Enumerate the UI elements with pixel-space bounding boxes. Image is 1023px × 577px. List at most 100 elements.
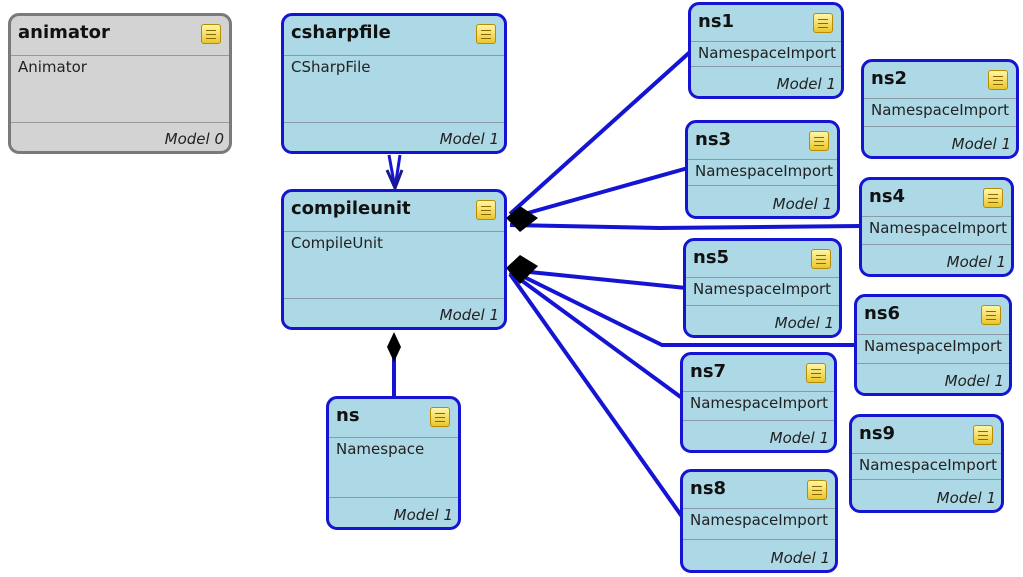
- separator: [852, 479, 1001, 480]
- note-icon[interactable]: [973, 425, 993, 445]
- node-title: ns2: [871, 68, 908, 89]
- separator: [686, 305, 839, 306]
- note-icon[interactable]: [811, 249, 831, 269]
- node-model: Model 1: [936, 489, 996, 507]
- node-type: Namespace: [336, 440, 425, 458]
- separator: [683, 420, 834, 421]
- separator: [688, 159, 837, 160]
- edge-arrowhead: [385, 169, 404, 192]
- separator: [683, 391, 834, 392]
- edge-compileunit-ns8[interactable]: [508, 272, 685, 520]
- node-compileunit[interactable]: compileunit CompileUnit Model 1: [281, 189, 507, 330]
- node-ns5[interactable]: ns5 NamespaceImport Model 1: [683, 238, 842, 338]
- node-type: NamespaceImport: [693, 280, 832, 298]
- node-model: Model 1: [770, 549, 830, 567]
- node-type: NamespaceImport: [690, 511, 829, 529]
- node-model: Model 1: [951, 135, 1011, 153]
- node-type: Animator: [18, 58, 87, 76]
- separator: [857, 334, 1009, 335]
- separator: [691, 66, 841, 67]
- note-icon[interactable]: [983, 188, 1003, 208]
- separator: [329, 497, 458, 498]
- note-icon[interactable]: [201, 24, 221, 44]
- separator: [284, 298, 504, 299]
- separator: [688, 185, 837, 186]
- node-ns9[interactable]: ns9 NamespaceImport Model 1: [849, 414, 1004, 513]
- node-title: ns7: [690, 361, 727, 382]
- node-ns6[interactable]: ns6 NamespaceImport Model 1: [854, 294, 1012, 396]
- separator: [691, 41, 841, 42]
- node-type: NamespaceImport: [695, 162, 834, 180]
- separator: [683, 508, 835, 509]
- note-icon[interactable]: [813, 13, 833, 33]
- note-icon[interactable]: [476, 24, 496, 44]
- node-title: ns6: [864, 303, 901, 324]
- node-ns2[interactable]: ns2 NamespaceImport Model 1: [861, 59, 1019, 159]
- separator: [683, 539, 835, 540]
- node-title: csharpfile: [291, 22, 391, 43]
- separator: [11, 122, 229, 123]
- node-title: ns3: [695, 129, 732, 150]
- node-ns7[interactable]: ns7 NamespaceImport Model 1: [680, 352, 837, 453]
- edge-compileunit-ns5[interactable]: [509, 268, 687, 290]
- node-type: NamespaceImport: [690, 394, 829, 412]
- note-icon[interactable]: [981, 305, 1001, 325]
- node-title: ns9: [859, 423, 896, 444]
- node-model: Model 1: [776, 75, 836, 93]
- node-ns4[interactable]: ns4 NamespaceImport Model 1: [859, 177, 1014, 277]
- node-title: ns4: [869, 186, 906, 207]
- node-title: ns1: [698, 11, 735, 32]
- node-type: NamespaceImport: [864, 337, 1003, 355]
- node-csharpfile[interactable]: csharpfile CSharpFile Model 1: [281, 13, 507, 154]
- node-model: Model 1: [946, 253, 1006, 271]
- separator: [284, 122, 504, 123]
- edge-compileunit-ns7[interactable]: [508, 270, 684, 400]
- separator: [864, 98, 1016, 99]
- node-model: Model 1: [439, 306, 499, 324]
- separator: [686, 277, 839, 278]
- node-title: animator: [18, 22, 110, 43]
- separator: [852, 453, 1001, 454]
- separator: [862, 244, 1011, 245]
- note-icon[interactable]: [476, 200, 496, 220]
- note-icon[interactable]: [430, 407, 450, 427]
- composition-diamond-lower: [506, 255, 538, 284]
- note-icon[interactable]: [806, 363, 826, 383]
- node-model: Model 1: [774, 314, 834, 332]
- separator: [11, 55, 229, 56]
- note-icon[interactable]: [809, 131, 829, 151]
- separator: [284, 55, 504, 56]
- separator: [329, 437, 458, 438]
- node-ns3[interactable]: ns3 NamespaceImport Model 1: [685, 120, 840, 219]
- node-type: NamespaceImport: [859, 456, 998, 474]
- edge-compileunit-ns4[interactable]: [509, 223, 861, 231]
- note-icon[interactable]: [807, 480, 827, 500]
- node-title: ns8: [690, 478, 727, 499]
- node-type: NamespaceImport: [871, 101, 1010, 119]
- separator: [284, 231, 504, 232]
- composition-diamond-upper: [506, 206, 538, 232]
- node-model: Model 1: [772, 195, 832, 213]
- node-animator[interactable]: animator Animator Model 0: [8, 13, 232, 154]
- node-type: CSharpFile: [291, 58, 371, 76]
- node-ns8[interactable]: ns8 NamespaceImport Model 1: [680, 469, 838, 573]
- node-model: Model 1: [769, 429, 829, 447]
- separator: [857, 363, 1009, 364]
- edge-compileunit-ns3[interactable]: [509, 166, 689, 220]
- node-type: NamespaceImport: [869, 219, 1008, 237]
- node-title: compileunit: [291, 198, 411, 219]
- separator: [862, 216, 1011, 217]
- node-model: Model 0: [164, 130, 224, 148]
- node-title: ns: [336, 405, 360, 426]
- node-model: Model 1: [944, 372, 1004, 390]
- edge-compileunit-ns6[interactable]: [509, 268, 855, 347]
- node-ns[interactable]: ns Namespace Model 1: [326, 396, 461, 530]
- node-ns1[interactable]: ns1 NamespaceImport Model 1: [688, 2, 844, 99]
- node-model: Model 1: [393, 506, 453, 524]
- node-title: ns5: [693, 247, 730, 268]
- composition-diamond: [387, 332, 401, 362]
- node-type: NamespaceImport: [698, 44, 837, 62]
- edge-compileunit-ns1[interactable]: [508, 50, 692, 216]
- note-icon[interactable]: [988, 70, 1008, 90]
